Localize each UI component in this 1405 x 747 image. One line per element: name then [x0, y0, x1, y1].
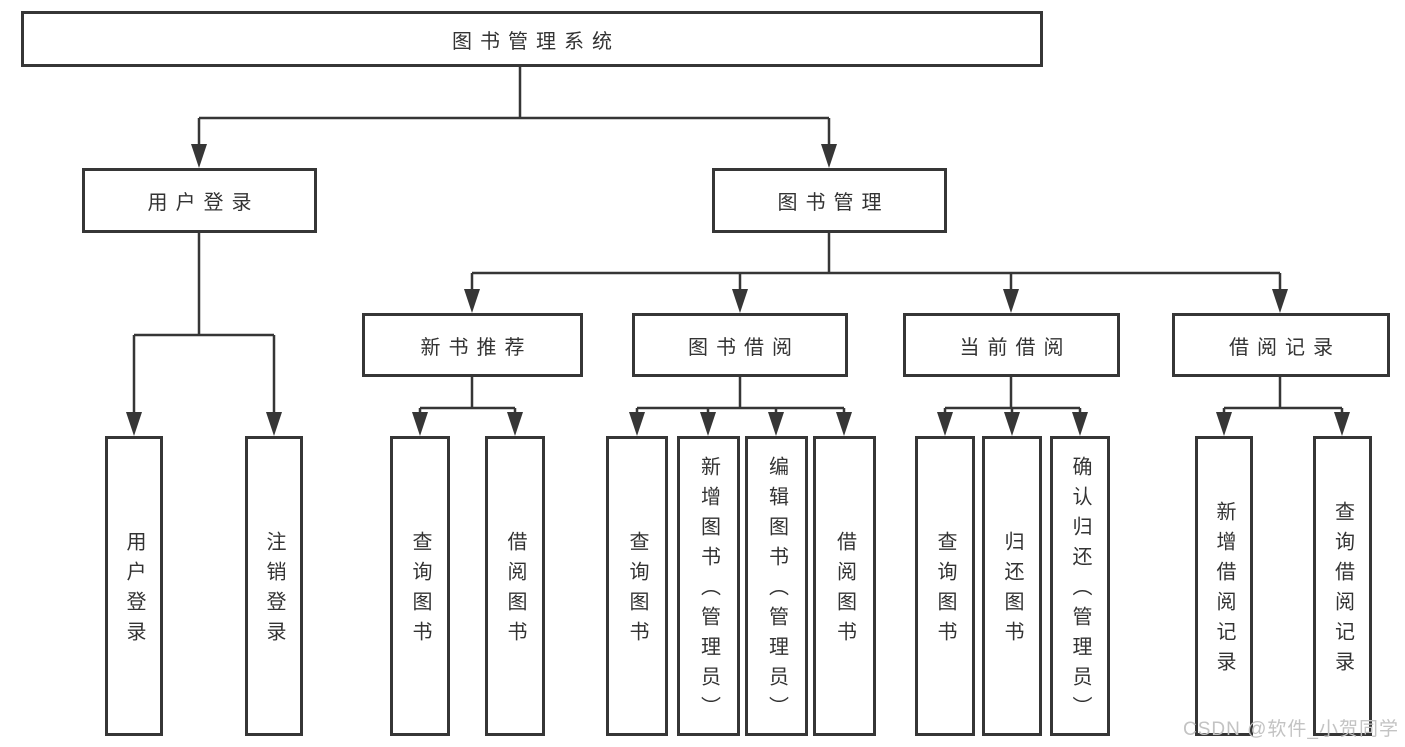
records-to-leaves-lines — [1222, 377, 1344, 414]
bookborrow-to-leaves-lines — [635, 377, 846, 414]
node-borrow-records-label: 借阅记录 — [1229, 336, 1341, 359]
leaf-bb-borrow-books-label: 借阅图书 — [833, 531, 856, 651]
leaf-cb-return-books: 归还图书 — [982, 436, 1042, 736]
node-book-management-label: 图书管理 — [777, 192, 890, 214]
leaf-bb-edit-book-admin-label: 编辑图书（管理员） — [765, 456, 788, 726]
arrowheads — [126, 144, 1350, 436]
currentborrow-to-leaves-lines — [943, 377, 1082, 414]
leaf-cb-query-books: 查询图书 — [915, 436, 975, 736]
node-root-label: 图书管理系统 — [452, 30, 620, 53]
node-new-book-recommend-label: 新书推荐 — [420, 336, 533, 359]
userlogin-to-leaves-lines — [132, 233, 276, 414]
node-book-borrow-label: 图书借阅 — [688, 336, 800, 359]
root-to-level2-lines — [197, 67, 831, 145]
leaf-bb-add-book-admin: 新增图书（管理员） — [677, 436, 740, 736]
leaf-bb-query-books: 查询图书 — [606, 436, 668, 736]
leaf-bb-add-book-admin-label: 新增图书（管理员） — [697, 456, 720, 726]
leaf-user-login-label: 用户登录 — [123, 531, 145, 651]
leaf-cb-confirm-return-admin: 确认归还（管理员） — [1050, 436, 1110, 736]
leaf-br-query-borrow-record: 查询借阅记录 — [1313, 436, 1372, 736]
node-book-management: 图书管理 — [712, 168, 947, 233]
leaf-logout-label: 注销登录 — [263, 531, 285, 651]
node-root: 图书管理系统 — [21, 11, 1043, 67]
leaf-logout: 注销登录 — [245, 436, 303, 736]
node-current-borrow: 当前借阅 — [903, 313, 1120, 377]
bookmgmt-to-level3-lines — [470, 233, 1282, 291]
leaf-user-login: 用户登录 — [105, 436, 163, 736]
node-new-book-recommend: 新书推荐 — [362, 313, 583, 377]
leaf-bb-query-books-label: 查询图书 — [626, 531, 648, 651]
node-user-login-label: 用户登录 — [147, 192, 260, 214]
node-current-borrow-label: 当前借阅 — [959, 336, 1072, 359]
leaf-bb-borrow-books: 借阅图书 — [813, 436, 876, 736]
leaf-cb-query-books-label: 查询图书 — [934, 531, 956, 651]
leaf-cb-return-books-label: 归还图书 — [1001, 531, 1023, 651]
node-user-login: 用户登录 — [82, 168, 317, 233]
leaf-bb-edit-book-admin: 编辑图书（管理员） — [745, 436, 808, 736]
leaf-nbr-query-books-label: 查询图书 — [409, 531, 431, 651]
newbook-to-leaves-lines — [418, 377, 517, 414]
leaf-nbr-borrow-books: 借阅图书 — [485, 436, 545, 736]
leaf-nbr-query-books: 查询图书 — [390, 436, 450, 736]
leaf-br-query-borrow-record-label: 查询借阅记录 — [1331, 501, 1354, 681]
csdn-watermark: CSDN @软件_小贺同学 — [1183, 719, 1399, 740]
node-book-borrow: 图书借阅 — [632, 313, 848, 377]
leaf-br-add-borrow-record-label: 新增借阅记录 — [1213, 501, 1235, 681]
leaf-cb-confirm-return-admin-label: 确认归还（管理员） — [1069, 456, 1091, 726]
leaf-nbr-borrow-books-label: 借阅图书 — [504, 531, 526, 651]
node-borrow-records: 借阅记录 — [1172, 313, 1390, 377]
leaf-br-add-borrow-record: 新增借阅记录 — [1195, 436, 1253, 736]
